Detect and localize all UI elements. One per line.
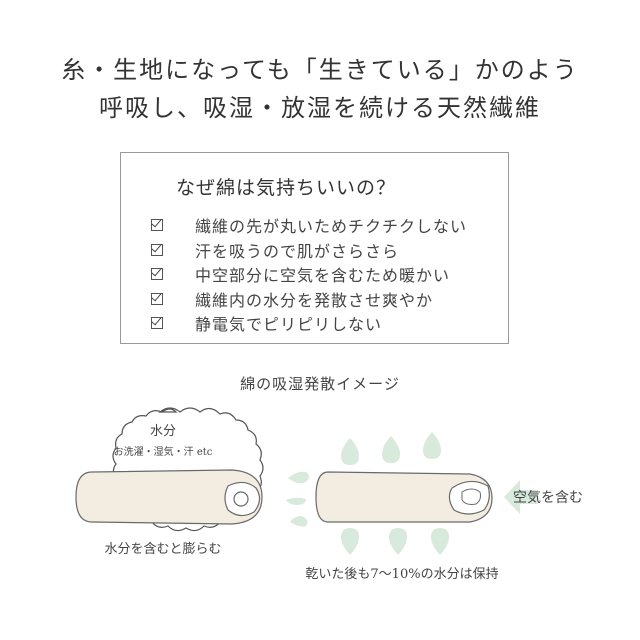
- benefit-item: 中空部分に空気を含むため暖かい: [151, 262, 467, 287]
- droplet-icon: [341, 528, 359, 555]
- benefit-item: 繊維内の水分を発散させ爽やか: [151, 287, 467, 312]
- checkbox-icon: [151, 268, 163, 281]
- checkbox-icon: [151, 219, 163, 232]
- droplet-icon: [288, 471, 309, 484]
- fiber-hollow-core: [233, 491, 249, 507]
- benefit-item: 汗を吸うので肌がさらさら: [151, 238, 467, 263]
- headline-line-2: 呼吸し、吸湿・放湿を続ける天然繊維: [99, 94, 541, 122]
- swell-caption: 水分を含むと膨らむ: [104, 541, 221, 557]
- diagram-title: 綿の吸湿発散イメージ: [240, 375, 400, 393]
- moisture-label: 水分: [150, 424, 176, 439]
- checkbox-icon: [151, 292, 163, 305]
- droplet-icon: [341, 438, 359, 465]
- moisture-sources: お洗濯・湿気・汗 etc: [114, 445, 213, 458]
- droplet-icon: [382, 436, 400, 463]
- droplet-icon: [290, 516, 308, 527]
- air-arrow-icon: [504, 480, 538, 514]
- benefit-label: 繊維内の水分を発散させ爽やか: [195, 290, 434, 310]
- benefit-label: 汗を吸うので肌がさらさら: [195, 241, 400, 261]
- benefit-item: 繊維の先が丸いためチクチクしない: [151, 213, 467, 238]
- droplet-icon: [431, 528, 449, 555]
- benefit-item: 静電気でピリピリしない: [151, 311, 467, 336]
- air-label: 空気を含む: [513, 490, 583, 506]
- benefits-title: なぜ綿は気持ちいいの？: [176, 177, 397, 199]
- benefit-label: 繊維の先が丸いためチクチクしない: [195, 217, 468, 237]
- dried-fiber: [315, 471, 493, 523]
- benefit-label: 静電気でピリピリしない: [195, 315, 383, 335]
- benefits-checklist: 繊維の先が丸いためチクチクしない 汗を吸うので肌がさらさら 中空部分に空気を含む…: [151, 213, 467, 336]
- dried-fiber-core: [461, 488, 481, 505]
- droplet-icon: [389, 528, 407, 555]
- headline-line-1: 糸・生地になっても「生きている」かのよう: [61, 56, 579, 84]
- moisture-droplets: [286, 432, 449, 555]
- checkbox-icon: [151, 317, 163, 330]
- checkbox-icon: [151, 243, 163, 256]
- benefit-label: 中空部分に空気を含むため暖かい: [195, 266, 451, 286]
- dried-caption: 乾いた後も7〜10%の水分は保持: [305, 567, 498, 582]
- benefits-box: なぜ綿は気持ちいいの？ 繊維の先が丸いためチクチクしない 汗を吸うので肌がさらさ…: [120, 152, 509, 344]
- swollen-fiber: [75, 469, 263, 525]
- droplet-icon: [286, 497, 306, 505]
- droplet-icon: [423, 432, 441, 459]
